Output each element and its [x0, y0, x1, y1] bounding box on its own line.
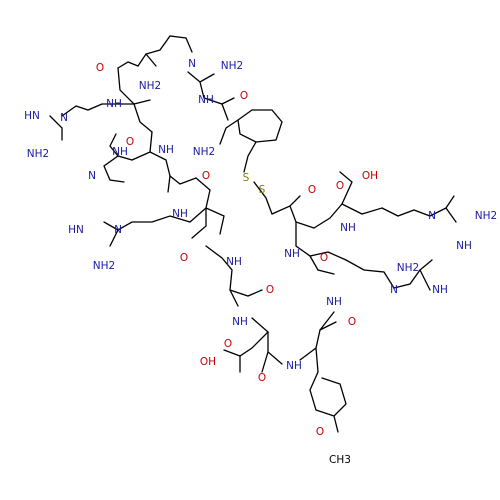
label-nh-top: NH: [198, 94, 214, 106]
label-o-arg2: O: [180, 252, 188, 264]
label-n-arg2-side: N: [114, 224, 122, 236]
label-nh-right-imine: NH: [456, 240, 472, 252]
label-o-his: O: [202, 170, 210, 182]
label-ch3: CH3: [329, 454, 351, 466]
label-o-methoxy: O: [316, 426, 324, 438]
label-nh-imidazole: NH: [112, 146, 128, 158]
label-n-arg-right: N: [428, 210, 436, 222]
label-nh-his-bb: NH: [158, 144, 174, 156]
label-oh-acid: OH: [362, 170, 378, 182]
label-o-arg1: O: [126, 136, 134, 148]
atom-labels: N NH2 NH O NH2 NH HN N NH2 O NH O NH2 NH…: [24, 58, 497, 466]
label-nh2-cyclohex: NH2: [193, 146, 215, 158]
label-nh-gly: NH: [226, 256, 242, 268]
label-n-arg3-side: N: [390, 284, 398, 296]
label-nh2-right: NH2: [475, 210, 497, 222]
label-hn-imino-arg1: HN: [24, 110, 40, 122]
label-n-top-chain: N: [188, 58, 196, 70]
label-nh2-alpha: NH2: [139, 80, 161, 92]
label-o-top-amide: O: [96, 62, 104, 74]
label-nh-cys-arg: NH: [340, 222, 356, 234]
label-nh-arg3-imine: NH: [432, 284, 448, 296]
label-nh2-arg1: NH2: [27, 148, 49, 160]
label-nh-asp: NH: [232, 316, 248, 328]
label-nh2-arg2: NH2: [93, 260, 115, 272]
label-nh2-top: NH2: [221, 60, 243, 72]
bonds: [49, 35, 457, 433]
label-oh-asp: OH: [200, 356, 216, 368]
label-o-acid: O: [336, 180, 344, 192]
label-s1: S: [243, 172, 250, 184]
label-nh2-arg3: NH2: [397, 262, 419, 274]
label-o-tyr: O: [348, 316, 356, 328]
label-o-cys: O: [308, 184, 316, 196]
label-o-asp: O: [258, 372, 266, 384]
label-o-amidino: O: [240, 90, 248, 102]
label-nh-tyr-bb: NH: [326, 296, 342, 308]
label-nh-cys2: NH: [284, 248, 300, 260]
label-o-gly: O: [266, 284, 274, 296]
label-nh-tyr: NH: [286, 360, 302, 372]
label-hn-imino-arg2: HN: [68, 224, 84, 236]
label-n-imidazole: N: [88, 170, 96, 182]
label-nh-arg1: NH: [106, 98, 122, 110]
label-o-cys2: O: [320, 252, 328, 264]
label-n-arg1-side: N: [60, 112, 68, 124]
label-nh-arg2-bb: NH: [172, 208, 188, 220]
label-s2: S: [259, 184, 266, 196]
label-o-asp-acid: O: [224, 338, 232, 350]
